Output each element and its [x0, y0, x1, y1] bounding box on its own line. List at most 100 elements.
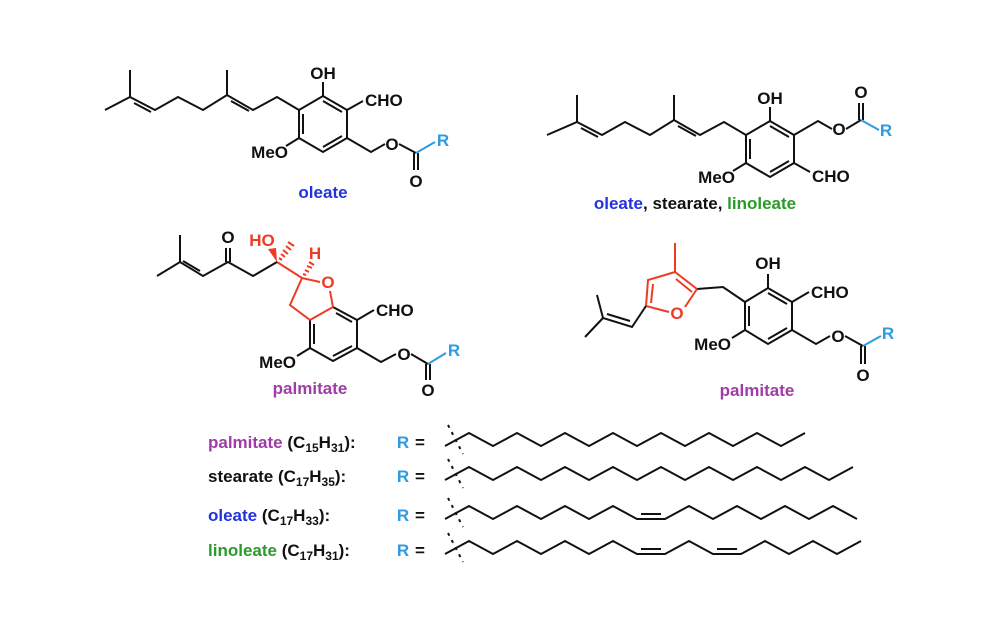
- furan-ring: [644, 243, 698, 313]
- molecule-label: oleate, stearate, linoleate: [594, 194, 796, 213]
- carbonyl-o-label: O: [854, 83, 867, 102]
- r-group-row-linoleate: linoleate (C17H31): R =: [208, 532, 862, 563]
- meo-label: MeO: [698, 168, 735, 187]
- ho-label: HO: [249, 231, 275, 250]
- r-bond: [415, 141, 436, 154]
- molecule-label: palmitate: [720, 381, 795, 400]
- oh-label: OH: [310, 64, 336, 83]
- label-s1: 15: [305, 441, 319, 455]
- wedge-bond: [268, 248, 277, 262]
- prenyl-chain: [546, 95, 747, 138]
- label-part: ,: [643, 194, 652, 213]
- r-group-label: stearate (C17H35):: [208, 467, 346, 489]
- carbonyl-o-label: O: [409, 172, 422, 191]
- alkyl-chain-stearate: [444, 465, 854, 482]
- h-label: H: [309, 244, 321, 263]
- r-label: R: [880, 121, 892, 140]
- benzene-ring: [298, 94, 348, 154]
- equals-sign: =: [415, 506, 425, 525]
- substituent-bonds: [732, 103, 864, 173]
- ester-o-label: O: [397, 345, 410, 364]
- label-name: oleate: [208, 506, 257, 525]
- label-f1: (C: [277, 541, 300, 560]
- furan-o-label: O: [670, 304, 683, 323]
- r-group-row-oleate: oleate (C17H33): R =: [208, 497, 858, 528]
- label-f2: H: [319, 433, 331, 452]
- ester-o-label: O: [831, 327, 844, 346]
- oh-label: OH: [755, 254, 781, 273]
- r-group-row-palmitate: palmitate (C15H31): R =: [208, 424, 806, 455]
- ester-o-label: O: [832, 120, 845, 139]
- r-symbol: R: [397, 467, 409, 486]
- substituent-bonds: [696, 274, 866, 364]
- molecule-label: palmitate: [273, 379, 348, 398]
- label-part: palmitate: [273, 379, 348, 398]
- label-f1: (C: [273, 467, 296, 486]
- molecule-4: O OH CHO MeO O O R palmitate: [584, 243, 894, 400]
- molecule-1: OH CHO MeO O O R oleate: [104, 64, 449, 202]
- cho-label: CHO: [811, 283, 849, 302]
- label-s1: 17: [296, 475, 310, 489]
- label-s2: 35: [322, 475, 336, 489]
- meo-label: MeO: [694, 335, 731, 354]
- side-chain: [156, 235, 278, 278]
- label-s2: 31: [325, 549, 339, 563]
- ester-o-label: O: [385, 135, 398, 154]
- prenyl-chain: [104, 70, 300, 113]
- r-bond: [862, 335, 882, 347]
- r-group-label: linoleate (C17H31):: [208, 541, 350, 563]
- alkyl-chain-oleate: [444, 504, 858, 521]
- cho-label: CHO: [376, 301, 414, 320]
- label-part: palmitate: [720, 381, 795, 400]
- cho-label: CHO: [365, 91, 403, 110]
- label-s1: 17: [280, 514, 294, 528]
- label-f3: ):: [335, 467, 346, 486]
- meo-label: MeO: [251, 143, 288, 162]
- label-f2: H: [293, 506, 305, 525]
- label-name: linoleate: [208, 541, 277, 560]
- r-group-table: palmitate (C15H31):R=stearate (C17H35):R…: [208, 424, 862, 563]
- label-s2: 33: [305, 514, 319, 528]
- hashed-methyl-bond: [278, 241, 295, 261]
- equals-sign: =: [415, 541, 425, 560]
- label-part: linoleate: [727, 194, 796, 213]
- r-symbol: R: [397, 506, 409, 525]
- r-symbol: R: [397, 541, 409, 560]
- r-label: R: [882, 324, 894, 343]
- label-f3: ):: [339, 541, 350, 560]
- label-name: stearate: [208, 467, 273, 486]
- label-part: oleate: [594, 194, 643, 213]
- carbonyl-o-label: O: [856, 366, 869, 385]
- r-group-label: palmitate (C15H31):: [208, 433, 356, 455]
- benzene-ring: [309, 306, 358, 363]
- molecule-label: oleate: [298, 183, 347, 202]
- label-s1: 17: [300, 549, 314, 563]
- equals-sign: =: [415, 467, 425, 486]
- substituent-bonds: [296, 309, 431, 380]
- r-label: R: [437, 131, 449, 150]
- r-symbol: R: [397, 433, 409, 452]
- label-f3: ):: [344, 433, 355, 452]
- r-bond: [427, 352, 447, 365]
- equals-sign: =: [415, 433, 425, 452]
- ketone-o-label: O: [221, 228, 234, 247]
- dihydrofuran-ring: [276, 261, 334, 321]
- label-part: ,: [718, 194, 727, 213]
- meo-label: MeO: [259, 353, 296, 372]
- oh-label: OH: [757, 89, 783, 108]
- label-part: oleate: [298, 183, 347, 202]
- isobutenyl-group: [584, 294, 647, 338]
- carbonyl-o-label: O: [421, 381, 434, 400]
- r-group-label: oleate (C17H33):: [208, 506, 330, 528]
- molecule-2: OH CHO MeO O O R oleate, stearate, linol…: [546, 83, 892, 213]
- label-f3: ):: [319, 506, 330, 525]
- benzene-ring: [744, 286, 793, 346]
- furan-o-label: O: [321, 273, 334, 292]
- r-label: R: [448, 341, 460, 360]
- label-f2: H: [313, 541, 325, 560]
- label-f2: H: [309, 467, 321, 486]
- label-f1: (C: [283, 433, 306, 452]
- hashed-h-bond: [302, 261, 315, 276]
- cho-label: CHO: [812, 167, 850, 186]
